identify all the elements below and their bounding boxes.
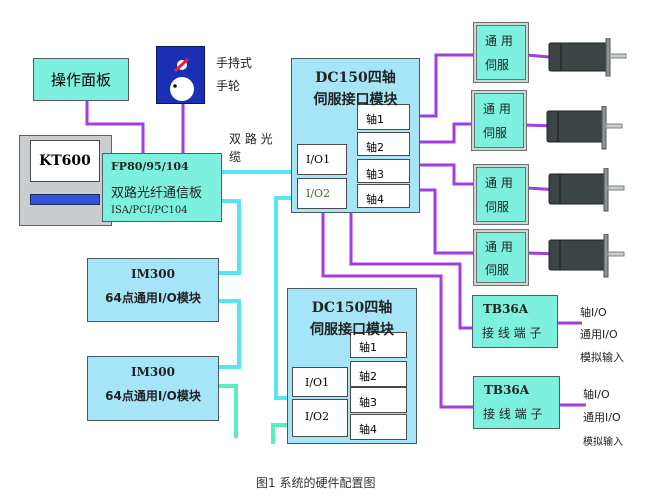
- wire-axis3-to-servo3: [409, 163, 475, 186]
- kt600-label: KT600: [39, 153, 91, 169]
- servo-motor-1: [548, 38, 627, 77]
- axis-label: 轴1: [359, 341, 377, 354]
- io-label: I/O1: [306, 153, 331, 166]
- servo-1-line2: 伺服: [485, 58, 510, 72]
- io-label: I/O1: [305, 376, 330, 389]
- tb36a-1-name: 接 线 端 子: [482, 326, 542, 340]
- servo-4-line1: 通 用: [485, 240, 513, 254]
- handwheel-label-line2: 手轮: [216, 79, 241, 93]
- fiber-communication-board: FP80/95/104 双路光纤通信板 ISA/PCI/PC104: [102, 153, 222, 222]
- im300-io-module-2: IM300 64点通用I/O模块: [87, 356, 219, 421]
- tb36a-1-output-general-io: 通用I/O: [580, 328, 618, 341]
- fiber-cable-label-line1: 双 路 光: [229, 132, 273, 146]
- motor-icon: [548, 168, 625, 212]
- servo-3-line1: 通 用: [485, 176, 513, 190]
- wire-axis2-to-servo2: [409, 122, 473, 144]
- wire-operator-panel-to-fiber-board: [85, 101, 145, 154]
- dc150-top-title-line1: DC150四轴: [315, 70, 396, 86]
- fiber-cable-to-dc150-io2: [274, 196, 292, 400]
- dc150-bottom-axis-3: 轴3: [350, 387, 407, 413]
- servo-drive-3: 通 用 伺服: [473, 164, 529, 225]
- im300-2-name: 64点通用I/O模块: [105, 389, 201, 403]
- dc150-bottom-axis-1: 轴1: [350, 332, 407, 358]
- io-label: I/O2: [305, 410, 330, 423]
- dc150-top-axis-4: 轴4: [357, 184, 410, 208]
- motor-icon: [548, 234, 625, 278]
- servo-drive-2: 通 用 伺服: [471, 90, 527, 151]
- tb36a-terminal-1: TB36A 接 线 端 子: [472, 295, 558, 348]
- dc150-bottom-title-line2: 伺服接口模块: [310, 322, 394, 338]
- dc150-top-io-2: I/O2: [297, 178, 347, 209]
- dc150-top-io-1: I/O1: [297, 144, 347, 175]
- dc150-top-title-line2: 伺服接口模块: [313, 92, 398, 108]
- tb36a-2-name: 接 线 端 子: [483, 407, 543, 421]
- axis-label: 轴3: [359, 396, 377, 409]
- servo-1-line1: 通 用: [485, 34, 513, 48]
- axis-label: 轴2: [366, 141, 384, 154]
- motor-icon: [546, 106, 623, 150]
- im300-1-model: IM300: [131, 267, 175, 281]
- fiber-board-model: FP80/95/104: [111, 160, 189, 173]
- servo-motor-2: [546, 106, 623, 150]
- servo-drive-4: 通 用 伺服: [473, 229, 529, 286]
- kt600-computer: KT600: [19, 135, 112, 226]
- fiber-cable-label-line2: 缆: [229, 150, 242, 164]
- tb36a-2-output-axis-io: 轴I/O: [583, 388, 610, 401]
- handwheel-icon: [170, 57, 194, 101]
- axis-label: 轴1: [366, 113, 384, 126]
- fiber-board-name: 双路光纤通信板: [111, 186, 203, 201]
- tb36a-2-output-general-io: 通用I/O: [583, 411, 621, 424]
- dc150-servo-interface-bottom: DC150四轴 伺服接口模块 轴1 轴2 轴3 轴4 I/O1 I/O2: [287, 288, 417, 444]
- servo-3-line2: 伺服: [485, 200, 510, 214]
- wire-axis1-to-servo1: [409, 53, 475, 118]
- servo-motor-4: [548, 234, 625, 278]
- im300-2-model: IM300: [131, 365, 175, 379]
- dc150-bottom-title-line1: DC150四轴: [311, 300, 393, 316]
- kt600-screen: KT600: [30, 140, 100, 182]
- dc150-bottom-io-2: I/O2: [292, 399, 348, 437]
- servo-4-line2: 伺服: [485, 263, 510, 277]
- dc150-top-axis-1: 轴1: [357, 104, 410, 130]
- figure-caption: 图1 系统的硬件配置图: [256, 476, 376, 490]
- cable-dc150-bottom-continuation: [271, 423, 292, 444]
- cable-im300-1-to-im300-2: [219, 299, 241, 369]
- servo-2-line1: 通 用: [483, 102, 511, 116]
- wire-axis4-to-servo4: [409, 188, 475, 255]
- axis-label: 轴4: [366, 193, 384, 206]
- motor-icon: [548, 38, 627, 77]
- dc150-servo-interface-top: DC150四轴 伺服接口模块 轴1 轴2 轴3 轴4 I/O1 I/O2: [291, 58, 420, 213]
- wire-io2-to-tb36a-2: [321, 211, 473, 409]
- operator-panel: 操作面板: [33, 58, 129, 101]
- fiber-board-bus: ISA/PCI/PC104: [111, 205, 188, 216]
- axis-label: 轴3: [366, 168, 384, 181]
- kt600-drive-slot: [30, 194, 100, 205]
- servo-drive-1: 通 用 伺服: [473, 22, 529, 83]
- tb36a-1-output-axis-io: 轴I/O: [580, 306, 607, 319]
- handwheel-label-line1: 手持式: [216, 56, 253, 70]
- axis-label: 轴2: [359, 370, 377, 383]
- io-label: I/O2: [306, 187, 331, 200]
- servo-motor-3: [548, 168, 625, 212]
- im300-io-module-1: IM300 64点通用I/O模块: [87, 258, 219, 322]
- tb36a-2-output-analog: 模拟输入: [583, 437, 623, 448]
- tb36a-terminal-2: TB36A 接 线 端 子: [473, 376, 560, 429]
- axis-label: 轴4: [359, 423, 377, 436]
- dc150-bottom-axis-2: 轴2: [350, 361, 407, 387]
- handwheel-device: [156, 46, 205, 104]
- cable-fiber-board-to-im300-1: [210, 199, 241, 275]
- dc150-top-axis-3: 轴3: [357, 159, 410, 183]
- dc150-bottom-axis-4: 轴4: [350, 414, 407, 440]
- tb36a-1-output-analog: 模拟输入: [580, 351, 624, 364]
- im300-1-name: 64点通用I/O模块: [105, 291, 201, 305]
- cable-im300-2-continuation: [219, 384, 238, 438]
- tb36a-2-model: TB36A: [484, 383, 530, 397]
- dc150-top-axis-2: 轴2: [357, 132, 410, 156]
- operator-panel-label: 操作面板: [50, 71, 111, 89]
- tb36a-1-model: TB36A: [483, 302, 529, 316]
- dc150-bottom-io-1: I/O1: [292, 367, 348, 397]
- servo-2-line2: 伺服: [483, 126, 508, 140]
